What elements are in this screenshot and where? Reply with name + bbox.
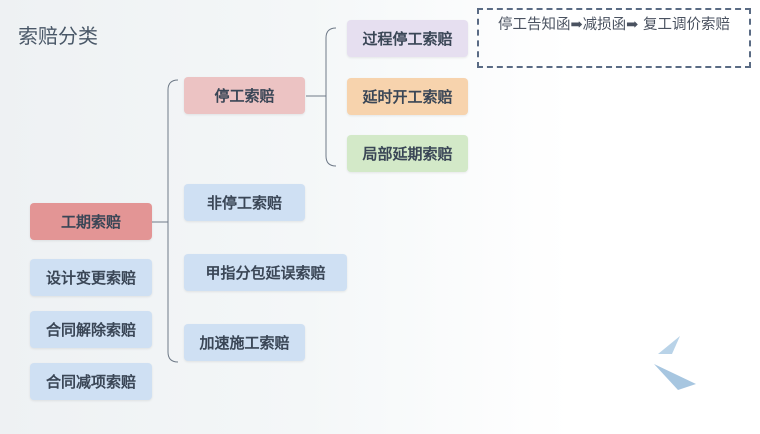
node-partial-delay-claim[interactable]: 局部延期索赔: [347, 135, 468, 172]
bracket-mid-group: [167, 79, 179, 363]
node-subcontract-delay-claim[interactable]: 甲指分包延误索赔: [184, 254, 347, 291]
node-acceleration-claim[interactable]: 加速施工索赔: [184, 324, 305, 361]
decorative-triangles-icon: [654, 336, 696, 390]
node-stoppage-claim[interactable]: 停工索赔: [184, 77, 305, 114]
bracket-right-group: [325, 27, 337, 167]
node-contract-termination-claim[interactable]: 合同解除索赔: [30, 311, 152, 348]
node-design-change-claim[interactable]: 设计变更索赔: [30, 259, 152, 296]
page-title: 索赔分类: [18, 24, 98, 48]
node-schedule-claim[interactable]: 工期索赔: [30, 203, 152, 240]
process-note: 停工告知函➡减损函➡ 复工调价索赔: [477, 8, 751, 68]
node-non-stoppage-claim[interactable]: 非停工索赔: [184, 184, 305, 221]
node-contract-reduction-claim[interactable]: 合同减项索赔: [30, 363, 152, 400]
node-delayed-start-claim[interactable]: 延时开工索赔: [347, 78, 468, 115]
node-process-stoppage-claim[interactable]: 过程停工索赔: [347, 20, 468, 57]
